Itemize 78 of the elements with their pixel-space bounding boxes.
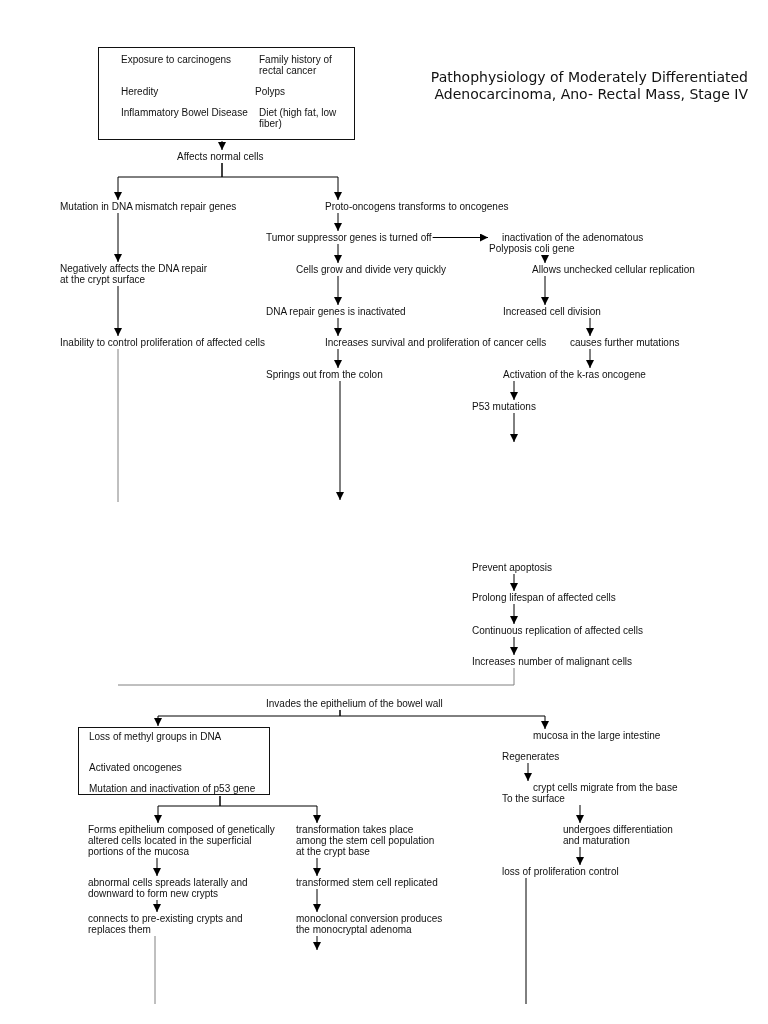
- list-item-text: Mutation and inactivation of p53 gene: [89, 783, 256, 794]
- step-text: crypt cells migrate from the base To the surface: [502, 782, 682, 804]
- step-text: mucosa in the large intestine: [533, 730, 661, 741]
- step-text: DNA repair genes is inactivated: [266, 306, 406, 317]
- arrow: [524, 762, 532, 782]
- arrow: [153, 899, 161, 913]
- list-item-text: Inflammatory Bowel Disease: [121, 107, 248, 118]
- arrow: [334, 348, 342, 369]
- arrow: [114, 285, 122, 337]
- list-item-text: Loss of methyl groups in DNA: [89, 731, 222, 742]
- step-text: abnormal cells spreads laterally and downward to form new crypts: [88, 877, 260, 899]
- step-text: Invades the epithelium of the bowel wall: [266, 698, 443, 709]
- step-text: Increases number of malignant cells: [472, 656, 633, 667]
- step-text: Springs out from the colon: [266, 369, 383, 380]
- step-text: Negatively affects the DNA repair at the crypt surface: [60, 263, 212, 285]
- connector-line: [117, 348, 119, 503]
- step-text: Activation of the k-ras oncogene: [503, 369, 646, 380]
- arrow: [541, 275, 549, 306]
- step-text: transformation takes place among the stem cell population at the crypt base: [296, 824, 440, 857]
- connector-line: [154, 935, 156, 1005]
- arrow: [432, 233, 489, 242]
- arrow: [219, 795, 321, 824]
- arrow: [586, 348, 594, 369]
- list-item-text: Diet (high fat, low fiber): [259, 107, 338, 129]
- step-text: Increased cell division: [503, 306, 601, 317]
- arrow: [313, 888, 321, 913]
- connector-line: [117, 667, 515, 686]
- arrow: [313, 935, 321, 951]
- step-text: Mutation in DNA mismatch repair genes: [60, 201, 237, 212]
- arrow: [114, 212, 122, 263]
- step-text: inactivation of the adenomatous Polyposis coli gene: [489, 232, 654, 254]
- outlined-box: [78, 727, 270, 795]
- step-text: Prevent apoptosis: [472, 562, 553, 573]
- step-text: Continuous replication of affected cells: [472, 625, 644, 636]
- arrow: [153, 857, 161, 877]
- step-text: Cells grow and divide very quickly: [296, 264, 447, 275]
- step-text: Allows unchecked cellular replication: [532, 264, 695, 275]
- step-text: Prolong lifespan of affected cells: [472, 592, 616, 603]
- step-text: Increases survival and proliferation of cancer cells: [325, 337, 547, 348]
- diagram-title: Pathophysiology of Moderately Differentiated Adenocarcinoma, Ano- Rectal Mass, Stage IV: [429, 69, 748, 103]
- arrow: [334, 317, 342, 337]
- arrow: [510, 603, 518, 625]
- arrow: [576, 804, 584, 824]
- step-text: Proto-oncogens transforms to oncogenes: [325, 201, 509, 212]
- step-text: Regenerates: [502, 751, 560, 762]
- arrow: [541, 254, 549, 264]
- list-item-text: Exposure to carcinogens: [121, 54, 232, 65]
- arrow: [510, 412, 518, 443]
- arrow: [510, 573, 518, 592]
- list-item-text: Activated oncogenes: [89, 762, 182, 773]
- step-text: causes further mutations: [570, 337, 680, 348]
- arrow: [336, 380, 344, 501]
- step-text: Affects normal cells: [177, 151, 264, 162]
- arrow: [218, 140, 226, 151]
- arrow: [586, 317, 594, 337]
- arrow: [510, 636, 518, 656]
- list-item-text: Family history of rectal cancer: [259, 54, 333, 76]
- connector-line: [525, 877, 527, 1005]
- step-text: monoclonal conversion produces the monocryptal adenoma: [296, 913, 448, 935]
- step-text: loss of proliferation control: [502, 866, 619, 877]
- arrow: [510, 380, 518, 401]
- step-text: Tumor suppressor genes is turned off: [266, 232, 432, 243]
- arrow: [334, 275, 342, 306]
- arrow: [221, 162, 342, 201]
- list-item-text: Polyps: [255, 86, 285, 97]
- arrow: [334, 243, 342, 264]
- step-text: Forms epithelium composed of genetically altered cells located in the superficial portions of the mucosa: [88, 824, 283, 857]
- step-text: Inability to control proliferation of affected cells: [60, 337, 265, 348]
- arrow: [334, 212, 342, 232]
- arrow: [339, 709, 549, 730]
- outlined-box: [98, 47, 355, 140]
- step-text: connects to pre-existing crypts and replaces them: [88, 913, 254, 935]
- arrow: [313, 857, 321, 877]
- step-text: P53 mutations: [472, 401, 536, 412]
- arrow: [576, 846, 584, 866]
- step-text: undergoes differentiation and maturation: [563, 824, 681, 846]
- step-text: transformed stem cell replicated: [296, 877, 438, 888]
- list-item-text: Heredity: [121, 86, 159, 97]
